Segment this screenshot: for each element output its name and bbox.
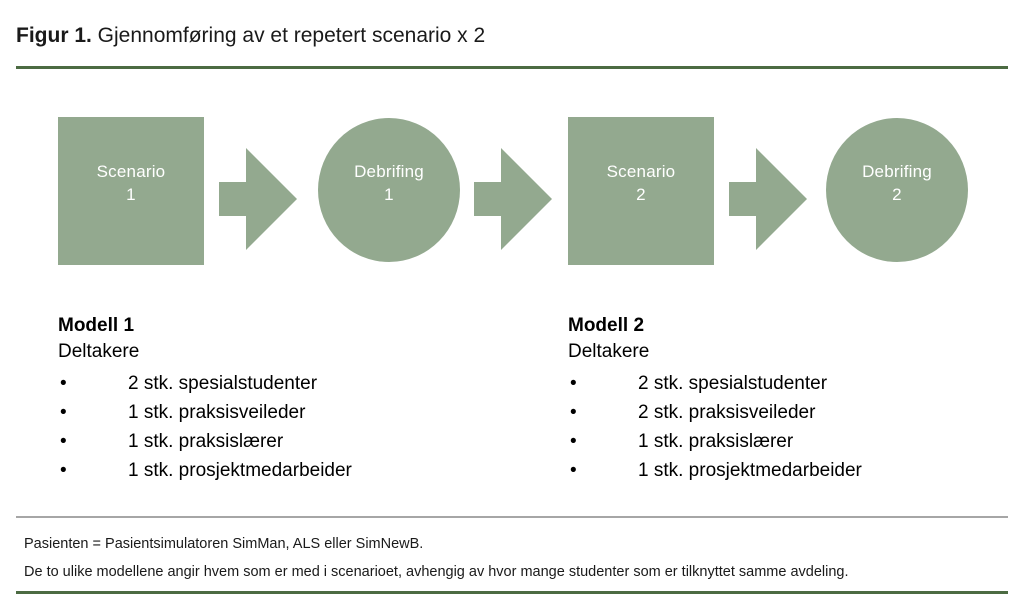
footnote-line-2: De to ulike modellene angir hvem som er … [24, 564, 849, 580]
node-scenario-2 [568, 117, 714, 265]
model-1-participant-list: • 2 stk. spesialstudenter • 1 stk. praks… [58, 369, 528, 485]
bullet-icon: • [60, 460, 67, 481]
node-scenario-2-label: Scenario 2 [568, 160, 714, 206]
model-column-1: Modell 1 Deltakere • 2 stk. spesialstude… [58, 313, 528, 485]
bullet-icon: • [60, 402, 67, 423]
page-title: Figur 1. Gjennomføring av et repetert sc… [16, 22, 485, 50]
right-arrow-icon [474, 148, 552, 250]
bullet-icon: • [570, 402, 577, 423]
model-1-subtitle: Deltakere [58, 341, 140, 362]
model-column-2: Modell 2 Deltakere • 2 stk. spesialstude… [568, 313, 1024, 485]
node-debriefing-1-line1: Debrifing [354, 162, 424, 181]
node-debriefing-1-label: Debrifing 1 [318, 160, 460, 206]
bullet-icon: • [570, 373, 577, 394]
list-item-label: 1 stk. prosjektmedarbeider [638, 460, 862, 481]
node-debriefing-2-label: Debrifing 2 [826, 160, 968, 206]
bullet-icon: • [60, 373, 67, 394]
list-item: • 1 stk. praksisveileder [58, 398, 528, 427]
node-debriefing-2 [826, 118, 968, 262]
list-item: • 2 stk. spesialstudenter [568, 369, 1024, 398]
list-item-label: 1 stk. praksislærer [128, 431, 284, 452]
node-scenario-2-line1: Scenario [606, 162, 676, 181]
list-item-label: 2 stk. spesialstudenter [638, 373, 828, 394]
node-debriefing-2-line2: 2 [892, 185, 902, 204]
bullet-icon: • [570, 460, 577, 481]
model-2-title: Modell 2 [568, 315, 645, 336]
footer-divider [16, 591, 1008, 594]
list-item: • 1 stk. praksislærer [58, 427, 528, 456]
figure-caption: Gjennomføring av et repetert scenario x … [91, 24, 486, 47]
model-1-title: Modell 1 [58, 315, 135, 336]
list-item-label: 2 stk. spesialstudenter [128, 373, 318, 394]
list-item-label: 1 stk. prosjektmedarbeider [128, 460, 352, 481]
node-scenario-1-line1: Scenario [96, 162, 166, 181]
node-scenario-1-line2: 1 [126, 185, 136, 204]
node-debriefing-1 [318, 118, 460, 262]
node-scenario-1-label: Scenario 1 [58, 160, 204, 206]
node-scenario-2-line2: 2 [636, 185, 646, 204]
right-arrow-icon [729, 148, 807, 250]
list-item-label: 1 stk. praksislærer [638, 431, 794, 452]
model-2-subtitle: Deltakere [568, 341, 650, 362]
footnote-line-1: Pasienten = Pasientsimulatoren SimMan, A… [24, 536, 424, 552]
bullet-icon: • [570, 431, 577, 452]
header-divider [16, 66, 1008, 69]
list-item: • 1 stk. prosjektmedarbeider [568, 456, 1024, 485]
footnote-block: Pasienten = Pasientsimulatoren SimMan, A… [24, 533, 1004, 589]
list-item-label: 1 stk. praksisveileder [128, 402, 306, 423]
right-arrow-icon [219, 148, 297, 250]
node-scenario-1 [58, 117, 204, 265]
list-item: • 1 stk. praksislærer [568, 427, 1024, 456]
figure-label: Figur 1. [16, 24, 92, 47]
model-2-participant-list: • 2 stk. spesialstudenter • 2 stk. praks… [568, 369, 1024, 485]
list-item: • 2 stk. spesialstudenter [58, 369, 528, 398]
list-item-label: 2 stk. praksisveileder [638, 402, 816, 423]
node-debriefing-1-line2: 1 [384, 185, 394, 204]
bullet-icon: • [60, 431, 67, 452]
list-item: • 2 stk. praksisveileder [568, 398, 1024, 427]
list-item: • 1 stk. prosjektmedarbeider [58, 456, 528, 485]
node-debriefing-2-line1: Debrifing [862, 162, 932, 181]
footnote-divider [16, 516, 1008, 518]
